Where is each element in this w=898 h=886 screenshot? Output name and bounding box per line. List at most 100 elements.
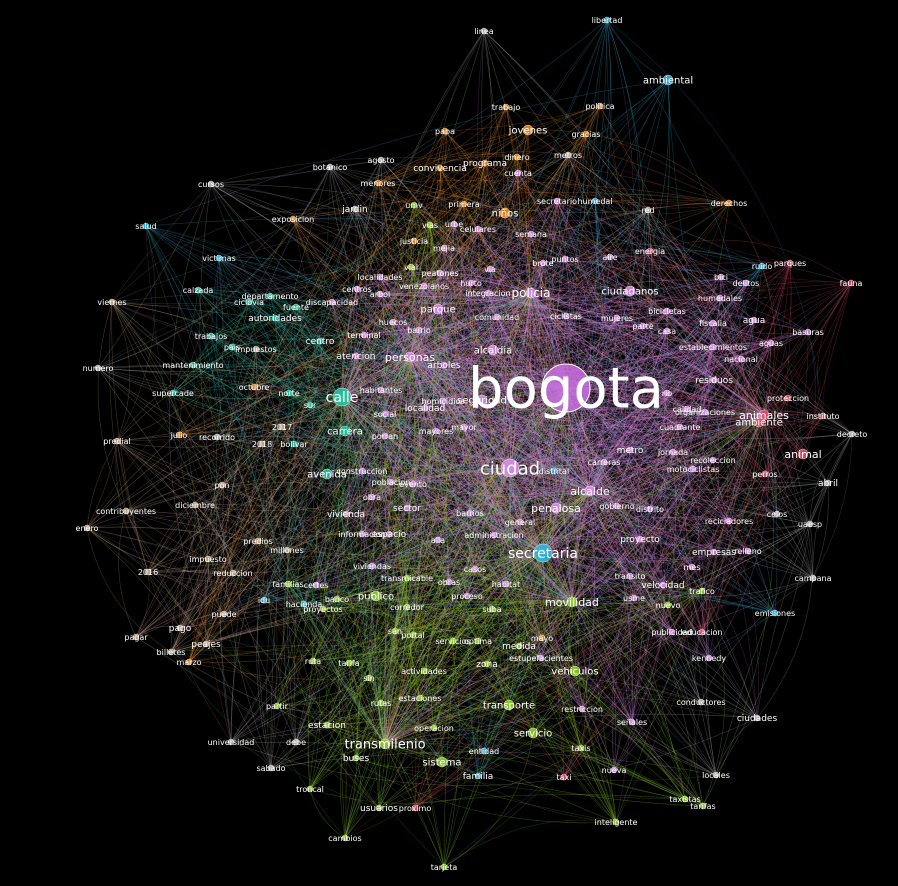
node-carrera[interactable] xyxy=(339,425,351,437)
node-trabajos[interactable] xyxy=(207,332,215,340)
node-servicio[interactable] xyxy=(527,727,539,739)
node-ambiental[interactable] xyxy=(662,74,674,86)
node-vias[interactable] xyxy=(426,221,434,229)
node-proteccion[interactable] xyxy=(784,394,792,402)
node-estaciones[interactable] xyxy=(416,694,424,702)
node-informacion[interactable] xyxy=(358,530,366,538)
node-pais[interactable] xyxy=(228,343,236,351)
node-marzo[interactable] xyxy=(185,658,193,666)
node-emisiones[interactable] xyxy=(771,609,779,617)
node-predios[interactable] xyxy=(254,537,262,545)
node-discapacidad[interactable] xyxy=(328,298,336,306)
node-movilidad[interactable] xyxy=(566,596,578,608)
node-habitantes[interactable] xyxy=(377,386,385,394)
node-ciudadanos[interactable] xyxy=(624,285,636,297)
node-publico[interactable] xyxy=(370,590,382,602)
node-proximo[interactable] xyxy=(411,804,419,812)
node-barrios[interactable] xyxy=(466,509,474,517)
node-mayores[interactable] xyxy=(432,427,440,435)
node-organizaciones[interactable] xyxy=(701,408,709,416)
node-casa[interactable] xyxy=(663,327,671,335)
node-bolivar[interactable] xyxy=(290,440,298,448)
node-trabajo[interactable] xyxy=(502,103,510,111)
node-nuevo[interactable] xyxy=(664,601,672,609)
node-dinero[interactable] xyxy=(513,153,521,161)
node-celos[interactable] xyxy=(773,510,781,518)
node-taxis[interactable] xyxy=(577,744,585,752)
node-transporte[interactable] xyxy=(503,699,515,711)
node-policia[interactable] xyxy=(525,287,537,299)
node-trafico[interactable] xyxy=(698,587,706,595)
node-arbol[interactable] xyxy=(376,290,384,298)
node-inteligente[interactable] xyxy=(612,818,620,826)
node-poblacion[interactable] xyxy=(387,478,395,486)
node-residuos[interactable] xyxy=(710,376,718,384)
node-taxistas[interactable] xyxy=(681,795,689,803)
node-comunidad[interactable] xyxy=(493,313,501,321)
node-cuadrante[interactable] xyxy=(676,423,684,431)
node-calzada[interactable] xyxy=(194,286,202,294)
node-victimas[interactable] xyxy=(215,254,223,262)
node-2017[interactable] xyxy=(278,423,286,431)
node-proyectos[interactable] xyxy=(319,605,327,613)
node-prediai[interactable] xyxy=(113,437,121,445)
node-fiscalia[interactable] xyxy=(709,319,717,327)
node-peajes[interactable] xyxy=(202,640,210,648)
node-obra[interactable] xyxy=(368,493,376,501)
node-avenida[interactable] xyxy=(321,468,333,480)
node-distrito[interactable] xyxy=(646,505,654,513)
node-administracion[interactable] xyxy=(490,531,498,539)
node-proyecto[interactable] xyxy=(636,535,644,543)
node-puede[interactable] xyxy=(220,610,228,618)
node-parque[interactable] xyxy=(432,303,444,315)
node-sistema[interactable] xyxy=(436,756,448,768)
node-relleno[interactable] xyxy=(744,547,752,555)
node-ciudad[interactable] xyxy=(500,458,520,478)
node-campana[interactable] xyxy=(809,574,817,582)
node-brote[interactable] xyxy=(539,259,547,267)
node-programa[interactable] xyxy=(481,159,489,167)
node-empresas[interactable] xyxy=(710,548,718,556)
node-exposicion[interactable] xyxy=(289,215,297,223)
node-hacienda[interactable] xyxy=(300,600,308,608)
node-operacion[interactable] xyxy=(430,724,438,732)
node-rio[interactable] xyxy=(663,389,671,397)
node-centro[interactable] xyxy=(316,337,324,345)
node-penalosa[interactable] xyxy=(550,502,562,514)
node-menores[interactable] xyxy=(374,179,382,187)
node-perros[interactable] xyxy=(761,470,769,478)
node-localidades[interactable] xyxy=(376,273,384,281)
node-transmilenio[interactable] xyxy=(379,738,391,750)
node-derechos[interactable] xyxy=(725,199,733,207)
node-bici[interactable] xyxy=(717,273,725,281)
node-carreras[interactable] xyxy=(600,458,608,466)
node-aire[interactable] xyxy=(606,253,614,261)
node-social[interactable] xyxy=(381,410,389,418)
node-familias[interactable] xyxy=(284,580,292,588)
node-tarjeta[interactable] xyxy=(440,863,448,871)
node-porrán[interactable] xyxy=(381,432,389,440)
node-millones[interactable] xyxy=(283,546,291,554)
node-numero[interactable] xyxy=(94,364,102,372)
node-umv[interactable] xyxy=(410,201,418,209)
node-secretario[interactable] xyxy=(553,197,561,205)
node-animal[interactable] xyxy=(797,448,809,460)
node-establecimientos[interactable] xyxy=(709,343,717,351)
node-vial[interactable] xyxy=(407,263,415,271)
node-usuarios[interactable] xyxy=(375,804,383,812)
node-gobierno[interactable] xyxy=(613,502,621,510)
node-papa[interactable] xyxy=(441,127,449,135)
node-centros[interactable] xyxy=(353,285,361,293)
node-primera[interactable] xyxy=(460,200,468,208)
node-mujeres[interactable] xyxy=(613,314,621,322)
node-billetes[interactable] xyxy=(167,648,175,656)
node-calle[interactable] xyxy=(332,387,352,407)
node-seguridad[interactable] xyxy=(476,394,488,406)
node-ruta[interactable] xyxy=(309,657,317,665)
node-ambiente[interactable] xyxy=(753,416,765,428)
node-puntos[interactable] xyxy=(561,255,569,263)
node-cambios[interactable] xyxy=(341,834,349,842)
node-transito[interactable] xyxy=(626,572,634,580)
node-mayo[interactable] xyxy=(538,634,546,642)
node-pagar[interactable] xyxy=(132,633,140,641)
